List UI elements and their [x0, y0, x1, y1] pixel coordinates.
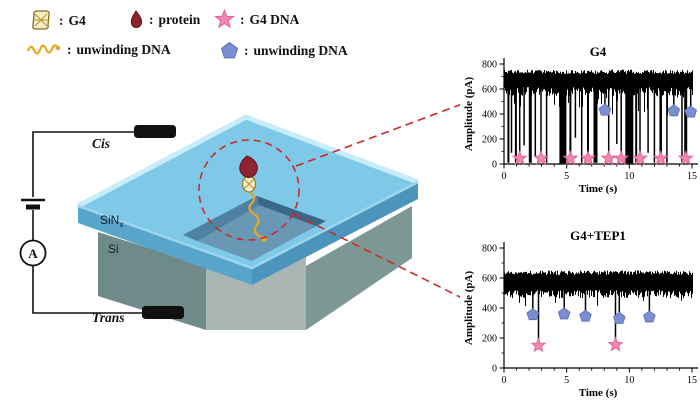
legend-label-g4: G4	[68, 12, 86, 28]
y-axis-label: Amplitude (pA)	[463, 271, 475, 346]
star-marker	[511, 149, 528, 166]
x-axis-label: Time (s)	[579, 183, 618, 194]
y-tick-label: 400	[482, 110, 497, 121]
pentagon-marker	[643, 310, 656, 323]
trans-electrode	[142, 306, 184, 319]
x-axis-label: Time (s)	[579, 387, 618, 398]
y-axis-label: Amplitude (pA)	[463, 77, 475, 152]
legend-item-unwinding-dna-pentagon: : unwinding DNA	[220, 41, 348, 60]
x-tick-label: 0	[502, 171, 507, 182]
wire-top	[32, 131, 136, 197]
pentagon-marker	[557, 307, 571, 320]
unwinding-dna-pentagon-icon	[220, 41, 239, 59]
pentagon-marker	[613, 311, 626, 324]
legend-item-g4-dna: : G4 DNA	[214, 9, 299, 30]
protein-icon	[130, 10, 143, 29]
x-tick-label: 10	[624, 375, 634, 386]
star-marker	[532, 149, 549, 166]
y-tick-label: 0	[492, 364, 497, 375]
legend-item-unwinding-dna: : unwinding DNA	[26, 41, 171, 59]
wire-bottom	[32, 266, 142, 314]
trench-wall	[183, 196, 259, 241]
star-marker	[530, 337, 547, 353]
legend-item-protein: : protein	[128, 9, 200, 31]
trans-label: Trans	[92, 310, 125, 325]
y-tick-label: 600	[482, 274, 497, 285]
sinx-label: SiNx	[100, 213, 124, 229]
legend-label-unwinding-dna-2: unwinding DNA	[253, 42, 348, 58]
pentagon-marker	[667, 104, 681, 117]
zoom-line-bottom	[293, 213, 463, 299]
x-tick-label: 15	[687, 375, 697, 386]
star-marker	[562, 149, 579, 166]
membrane-rim-front	[77, 180, 419, 270]
ammeter-label: A	[28, 246, 38, 261]
x-tick-label: 0	[502, 375, 507, 386]
cis-electrode	[134, 125, 176, 138]
chart-title: G4+TEP1	[570, 228, 626, 243]
pentagon-marker	[684, 105, 698, 118]
membrane-rim-back	[76, 114, 419, 209]
membrane-front-right	[252, 182, 418, 285]
zoom-line-top	[295, 103, 463, 167]
y-tick-label: 600	[482, 85, 497, 96]
star-marker	[652, 149, 669, 166]
star-marker	[613, 149, 630, 166]
sinx-base: SiN	[100, 213, 119, 227]
si-pillar-left	[98, 232, 206, 330]
membrane-front-left	[78, 206, 252, 285]
pentagon-marker	[598, 103, 612, 116]
legend-colon: :	[244, 42, 249, 58]
legend-item-g4: : G4	[28, 8, 86, 33]
y-tick-label: 800	[482, 60, 497, 71]
g4-hatch	[243, 178, 255, 190]
x-tick-label: 10	[624, 171, 634, 182]
chart-title: G4	[590, 44, 607, 59]
unwinding-dna-icon	[26, 44, 61, 55]
y-tick-label: 400	[482, 304, 497, 315]
legend-colon: :	[240, 11, 245, 27]
si-pillar-right	[306, 206, 412, 330]
legend-colon: :	[67, 42, 72, 57]
x-tick-label: 5	[564, 375, 569, 386]
noise-trace	[504, 69, 693, 116]
protein-blob	[239, 155, 258, 178]
y-tick-label: 800	[482, 244, 497, 255]
zoom-circle	[198, 139, 300, 241]
y-tick-label: 0	[492, 160, 497, 171]
cis-label: Cis	[92, 136, 110, 151]
star-marker	[579, 149, 596, 166]
pentagon-marker	[526, 308, 540, 321]
star-marker	[600, 149, 617, 166]
legend-colon: :	[149, 12, 154, 27]
g4-icon	[32, 10, 50, 30]
star-marker	[677, 149, 694, 166]
star-marker	[632, 149, 648, 166]
x-tick-label: 5	[564, 171, 569, 182]
y-tick-label: 200	[482, 334, 497, 345]
g4-dna-star-icon	[214, 9, 235, 29]
x-tick-label: 15	[687, 171, 697, 182]
ammeter	[19, 239, 47, 267]
si-label: Si	[108, 242, 119, 256]
sinx-sub: x	[119, 219, 124, 229]
legend-label-g4-dna: G4 DNA	[249, 11, 300, 27]
star-marker	[607, 336, 624, 352]
legend-label-protein: protein	[158, 12, 201, 27]
legend-colon: :	[59, 12, 64, 28]
legend-label-unwinding-dna: unwinding DNA	[76, 42, 171, 57]
unwinding-dna-strand	[248, 192, 265, 240]
y-tick-label: 200	[482, 135, 497, 146]
pentagon-marker	[579, 309, 592, 322]
